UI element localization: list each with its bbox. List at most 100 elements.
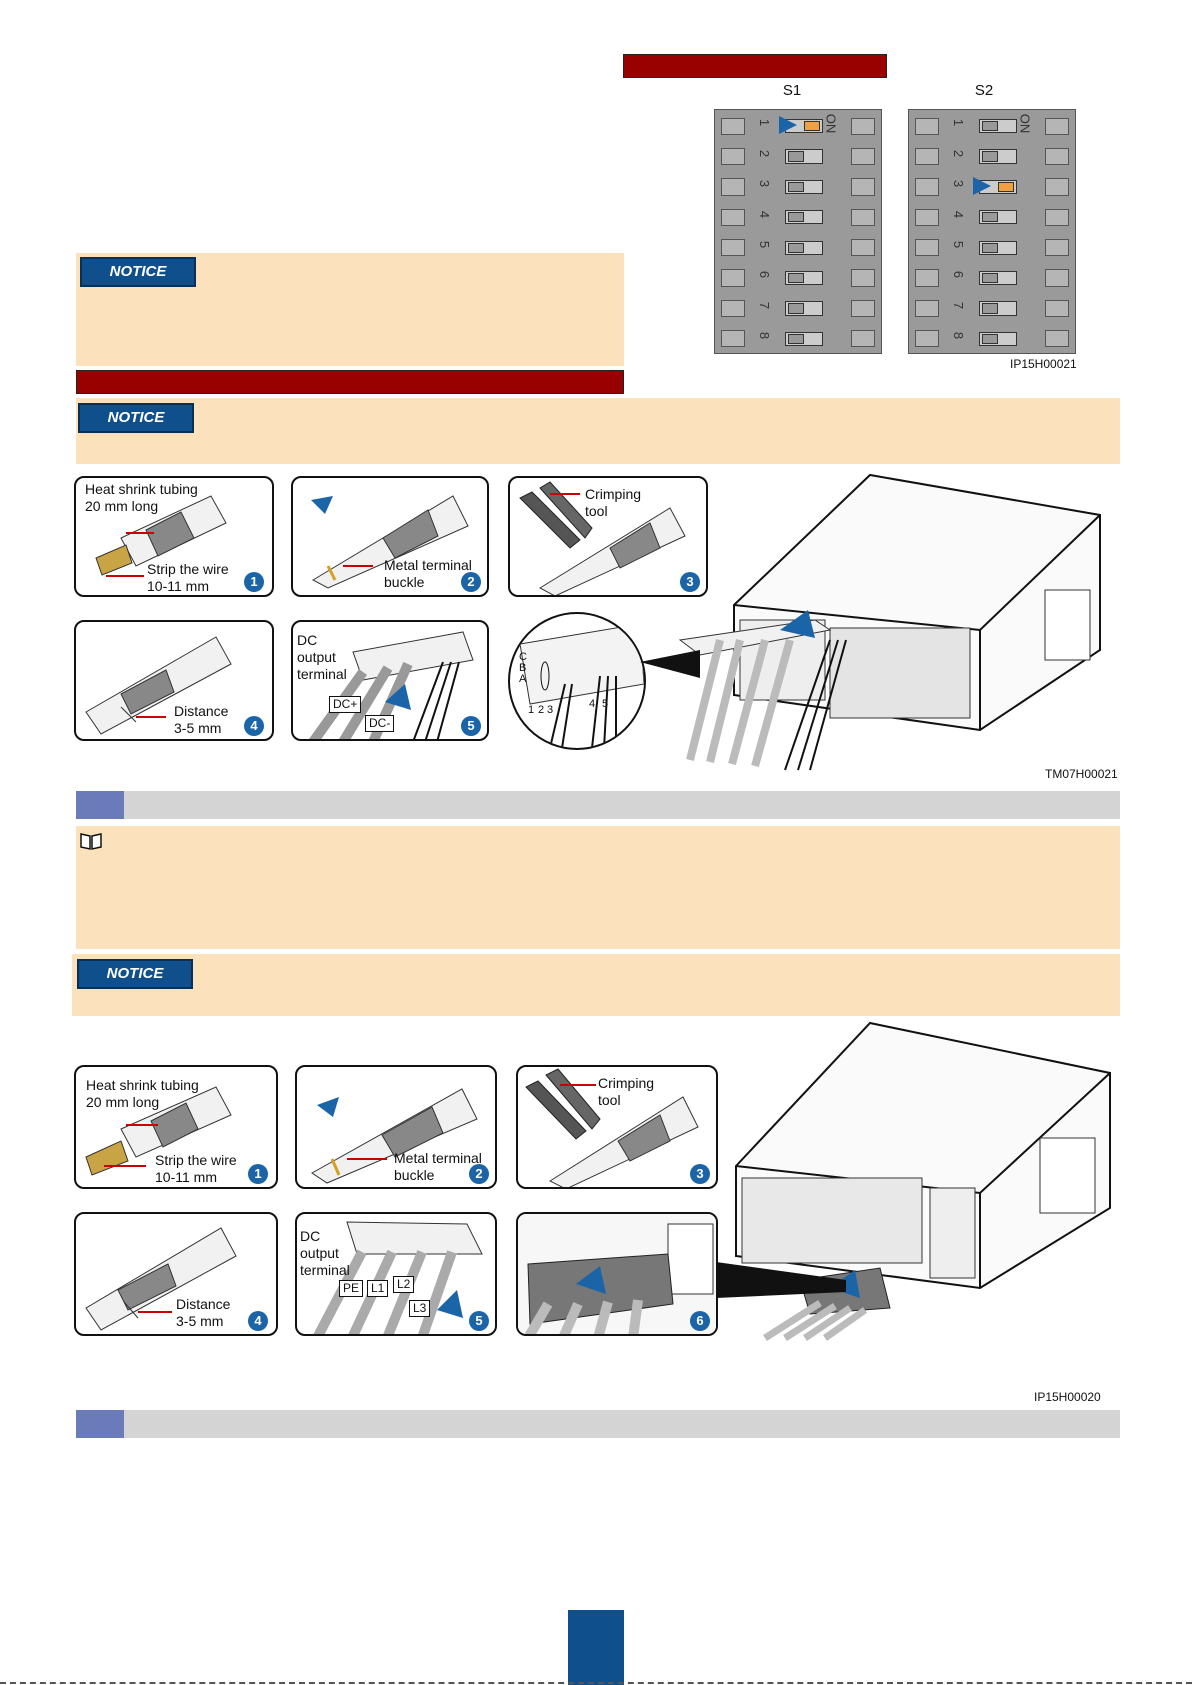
dip-switch-slot[interactable]	[785, 240, 823, 255]
dip-switch-row: 7	[715, 292, 881, 322]
dip-switch-number: 4	[757, 210, 773, 218]
dip-switch-knob	[788, 333, 804, 344]
zoom-pointer	[640, 650, 700, 678]
dip-switch-number: 1	[757, 119, 773, 127]
dip-switch-knob	[982, 121, 998, 132]
dc-chassis-illustration	[678, 473, 1101, 771]
dip-switch-tab	[851, 117, 875, 135]
dip-switch-row: 8	[715, 323, 881, 353]
zoom-letter-b: B	[519, 662, 527, 674]
pe-tag: PE	[339, 1280, 364, 1297]
dip-switch-tab	[915, 178, 939, 196]
dip-switch-slot[interactable]	[979, 331, 1017, 346]
ac-terminal-install-illustration	[518, 1214, 716, 1334]
notice-label: NOTICE	[80, 257, 196, 287]
zoom-number-2: 2	[538, 704, 545, 716]
dip-switch-knob	[788, 303, 804, 314]
dip-switch-tab	[851, 178, 875, 196]
dip-switch-slot[interactable]	[979, 270, 1017, 286]
step-number: 6	[690, 1311, 710, 1331]
step-label: Crimping tool	[598, 1075, 655, 1108]
section-bar-tab	[76, 1410, 124, 1438]
wire-strip-illustration	[85, 1086, 232, 1176]
crimping-tool-illustration	[519, 481, 686, 595]
dip-switch-tab	[1045, 299, 1069, 318]
dip-switch-slot[interactable]	[785, 149, 823, 164]
dip-switch-number: 2	[757, 149, 773, 157]
terminal-distance-illustration	[85, 1227, 237, 1331]
dc-step-4-panel: Distance 3-5 mm 4	[74, 620, 274, 741]
terminal-distance-illustration	[85, 636, 232, 735]
wire-strip-illustration	[95, 495, 227, 577]
dip-switch-slot[interactable]	[785, 301, 823, 316]
dip-switch-tab	[851, 330, 875, 348]
dip-switch-tab	[915, 117, 939, 135]
dip-switch-tab	[915, 330, 939, 348]
dip-switch-slot[interactable]	[979, 119, 1017, 134]
dip-switch-number: 5	[757, 240, 773, 249]
dip-switch-tab	[1045, 208, 1069, 226]
dip-switch-tab	[721, 178, 745, 196]
dip-switch-number: 1	[951, 119, 967, 127]
dip-on-label: ON	[1017, 113, 1033, 134]
dip-switch-slot[interactable]	[785, 331, 823, 346]
dc-step-2-panel: Metal terminal buckle 2	[291, 476, 489, 597]
dip-switch-number: 8	[951, 331, 967, 340]
dip-switch-tab	[721, 208, 745, 226]
dip-switch-slot[interactable]	[785, 210, 823, 225]
dip-switch-tab	[851, 239, 875, 257]
zoom-terminal-illustration	[519, 623, 644, 748]
dip-switch-tab	[851, 147, 875, 166]
dip-switch-tab	[851, 299, 875, 318]
notice-label: NOTICE	[78, 403, 194, 433]
dc-step-1-panel: Heat shrink tubing 20 mm long Strip the …	[74, 476, 274, 597]
dip-switch-row: 8	[909, 323, 1075, 353]
strip-label: Strip the wire 10-11 mm	[147, 561, 229, 594]
dip-switch-slot[interactable]	[979, 210, 1017, 225]
page-number-block	[568, 1610, 624, 1685]
ac-step-2-panel: Metal terminal buckle 2	[295, 1065, 497, 1189]
zoom-number-5: 5	[602, 698, 609, 710]
l1-tag: L1	[367, 1280, 389, 1297]
dip-switch-tab	[1045, 239, 1069, 257]
dip-switch-number: 6	[951, 271, 967, 279]
dc-plus-tag: DC+	[329, 696, 362, 713]
dip-switch-slot[interactable]	[785, 179, 823, 194]
dip-switch-row: 2	[715, 140, 881, 170]
dip-switch-knob	[982, 333, 998, 344]
dip-switch-tab	[1045, 330, 1069, 348]
dip-switch-tab	[915, 208, 939, 226]
switch-s1-label: S1	[782, 82, 802, 99]
dc-minus-tag: DC-	[365, 715, 395, 732]
dip-switch-knob	[982, 272, 998, 284]
dip-switch-slot[interactable]	[785, 270, 823, 286]
section-bar-1	[76, 791, 1120, 819]
dip-switch-slot[interactable]	[979, 240, 1017, 255]
dip-switch-row: 7	[909, 292, 1075, 322]
section-header-bar-switch	[623, 54, 887, 78]
figure-code-dc: TM07H00021	[1045, 767, 1118, 781]
zoom-number-4: 4	[589, 698, 596, 710]
step-number: 4	[248, 1311, 268, 1331]
dip-switch-tab	[851, 208, 875, 226]
dip-switch-knob	[804, 121, 820, 132]
dip-switch-number: 7	[951, 301, 967, 309]
step-number: 1	[248, 1164, 268, 1184]
ac-step-5-panel: DC output terminal PE L1 L2 L3 5	[295, 1212, 497, 1336]
dip-switch-slot[interactable]	[979, 301, 1017, 316]
notice-box-2	[76, 398, 1120, 464]
dip-switch-tab	[851, 269, 875, 287]
step-label: Metal terminal buckle	[384, 557, 472, 590]
step-label: Distance 3-5 mm	[176, 1296, 231, 1329]
step-number: 1	[244, 572, 264, 592]
dip-switch-row: 4	[909, 201, 1075, 231]
dip-switch-slot[interactable]	[979, 149, 1017, 164]
dip-switch-knob	[788, 181, 804, 192]
step-label: Metal terminal buckle	[394, 1150, 482, 1183]
section-bar-2	[76, 1410, 1120, 1438]
section-bar-tab	[76, 791, 124, 819]
dip-switch-number: 5	[951, 240, 967, 249]
